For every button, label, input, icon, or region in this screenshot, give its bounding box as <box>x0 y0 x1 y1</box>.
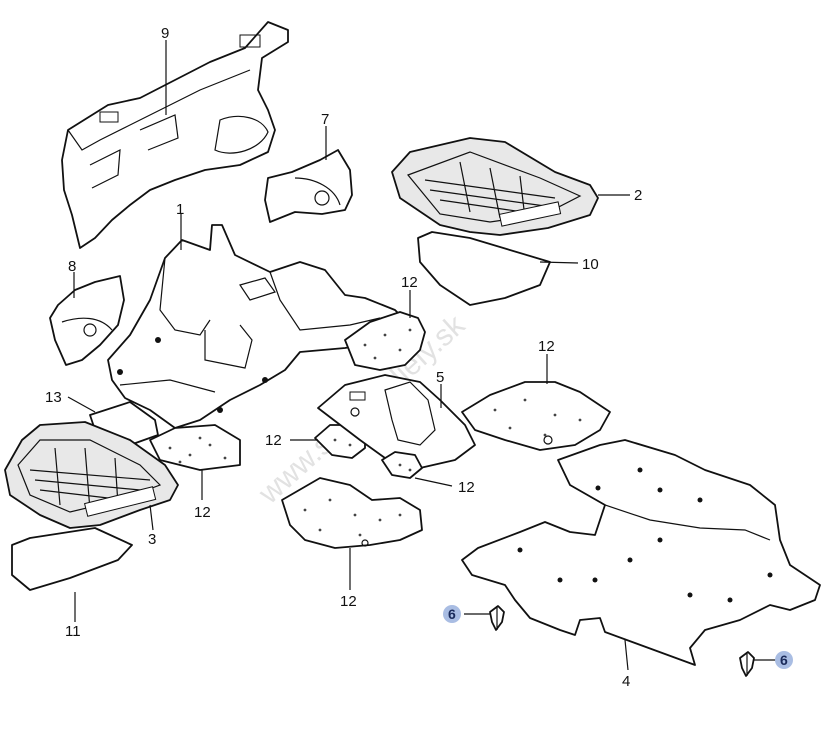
label-part-4[interactable]: 4 <box>622 673 630 690</box>
part-4-rear-floor-carpet <box>461 439 821 666</box>
part-12-pad-upper <box>344 311 426 371</box>
label-part-10[interactable]: 10 <box>582 256 599 273</box>
part-12-pad-tab <box>381 451 423 479</box>
part-2-front-floor-mat <box>391 137 599 236</box>
label-part-9[interactable]: 9 <box>161 25 169 42</box>
part-10-mat-liner <box>417 231 551 306</box>
part-6-clip-left <box>489 605 505 631</box>
part-12-pad-right <box>461 381 611 451</box>
label-part-2[interactable]: 2 <box>634 187 642 204</box>
part-6-clip-right <box>739 651 755 677</box>
highlight-marker-6-right <box>775 651 793 669</box>
highlight-marker-6-left <box>443 605 461 623</box>
part-1-front-floor-carpet <box>107 224 406 429</box>
part-9-dash-insulator <box>61 21 289 249</box>
part-12-pad-center <box>281 477 423 549</box>
label-part-12-left[interactable]: 12 <box>194 504 211 521</box>
label-part-12-small[interactable]: 12 <box>265 432 282 449</box>
label-part-6-left[interactable]: 6 <box>448 606 456 622</box>
label-part-7[interactable]: 7 <box>321 111 329 128</box>
part-5-tunnel-carpet <box>317 374 476 469</box>
label-part-11[interactable]: 11 <box>65 623 81 640</box>
label-part-12-center[interactable]: 12 <box>340 593 357 610</box>
part-8-side-insulator <box>49 275 125 366</box>
label-part-6-right[interactable]: 6 <box>780 652 788 668</box>
label-part-8[interactable]: 8 <box>68 258 76 275</box>
label-part-12-upper[interactable]: 12 <box>401 274 418 291</box>
leader-lines <box>67 40 776 671</box>
label-part-12-right[interactable]: 12 <box>538 338 555 355</box>
label-part-13[interactable]: 13 <box>45 389 62 406</box>
label-part-3[interactable]: 3 <box>148 531 156 548</box>
label-part-5[interactable]: 5 <box>436 369 444 386</box>
label-part-12-tab[interactable]: 12 <box>458 479 475 496</box>
part-11-mat-liner <box>11 527 133 591</box>
label-part-1[interactable]: 1 <box>176 201 184 218</box>
part-12-pad-left <box>149 424 241 471</box>
part-7-side-insulator <box>264 149 353 223</box>
part-3-floor-mat-left <box>4 421 179 529</box>
